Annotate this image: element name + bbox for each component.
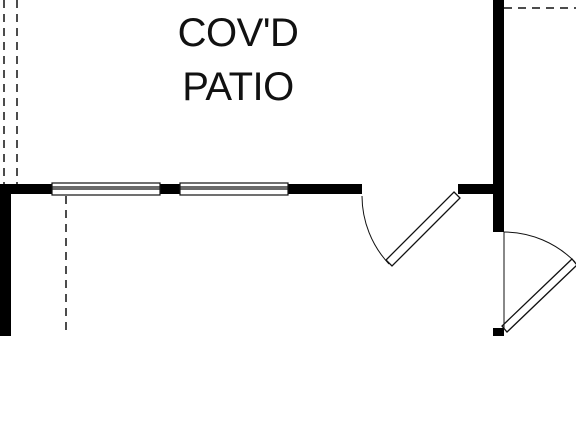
wall-right-stub <box>493 328 504 336</box>
door-leaf-right <box>501 258 576 333</box>
swing-door-right <box>501 231 576 333</box>
wall-top-right <box>458 184 504 194</box>
door-leaf-center <box>385 191 461 267</box>
dashed-lines <box>3 0 576 336</box>
room-label-line2: PATIO <box>182 65 294 109</box>
swing-door-center <box>361 191 461 267</box>
walls <box>0 0 504 336</box>
wall-top-left <box>0 184 52 194</box>
sliding-windows <box>51 182 289 196</box>
wall-right-upper <box>493 0 504 232</box>
door-swing-arc-right <box>503 231 576 263</box>
wall-top-center <box>288 184 362 194</box>
room-label-line1: COV'D <box>177 11 299 55</box>
wall-left <box>0 184 11 336</box>
wall-top-mid-post <box>160 184 180 194</box>
door-swing-arc-center <box>361 195 390 265</box>
